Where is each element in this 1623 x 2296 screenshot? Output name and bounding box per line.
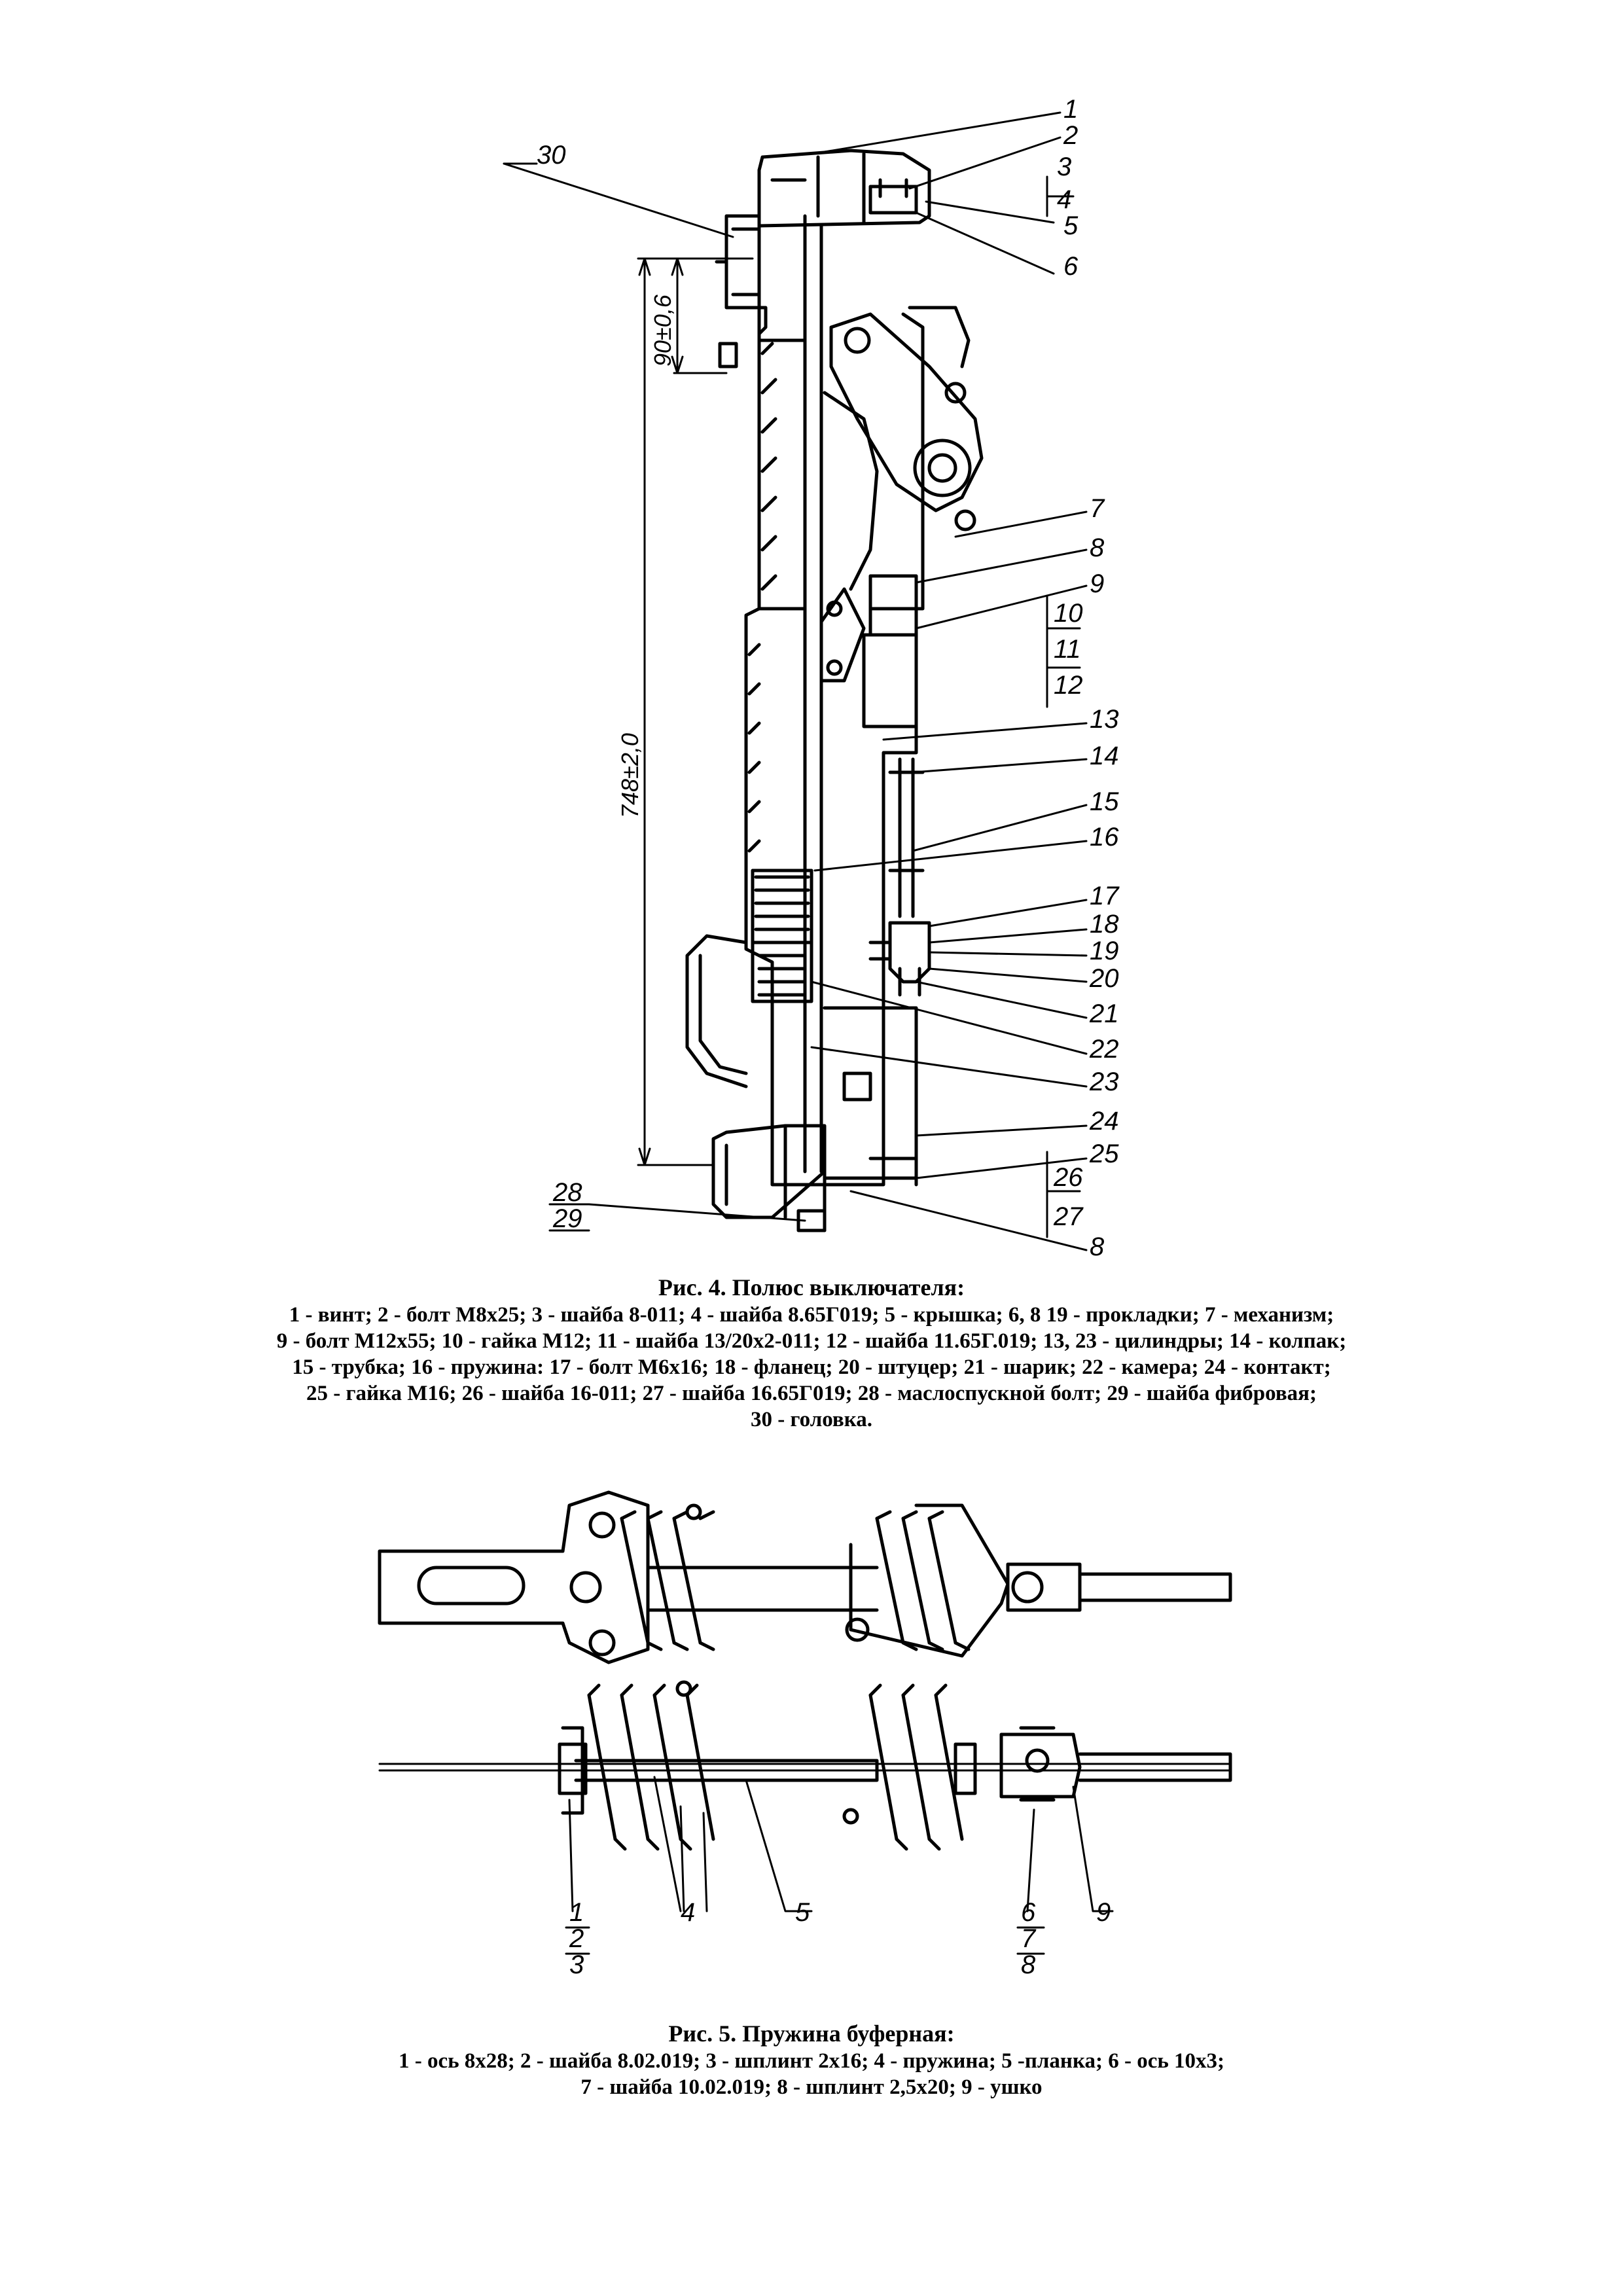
figure-4-caption: Рис. 4. Полюс выключателя: 1 - винт; 2 -… xyxy=(157,1273,1466,1433)
fig5-callout-3: 3 xyxy=(569,1950,584,1979)
top-view-rod xyxy=(646,1566,879,1612)
figure-4-caption-line-2: 9 - болт М12х55; 10 - гайка М12; 11 - ша… xyxy=(276,1329,1347,1353)
top-view-spring-left xyxy=(620,1510,715,1651)
dimension-small-line xyxy=(673,257,728,374)
side-view-spring-right xyxy=(868,1683,964,1851)
head-flange xyxy=(724,214,768,336)
callout-30: 30 xyxy=(537,141,566,170)
callout-10: 10 xyxy=(1054,599,1083,628)
dimension-large-line xyxy=(637,257,754,1166)
contact-rod-link xyxy=(819,587,866,683)
callout-12: 12 xyxy=(1054,671,1083,700)
side-view-plank xyxy=(574,1759,879,1782)
bottom-flange xyxy=(711,1124,827,1219)
fig5-callout-2: 2 xyxy=(569,1924,584,1953)
callout-28: 28 xyxy=(552,1178,582,1207)
callout-17: 17 xyxy=(1090,882,1120,910)
fig5-callout-5: 5 xyxy=(795,1898,810,1927)
callout-11: 11 xyxy=(1054,635,1081,664)
figure-5-leader-lines xyxy=(568,1776,1114,1912)
plate-block xyxy=(868,574,918,611)
wall-hatch xyxy=(760,342,777,591)
callout-19: 19 xyxy=(1090,937,1119,965)
side-view-rod xyxy=(378,1763,1232,1772)
callout-13: 13 xyxy=(1090,705,1119,734)
callout-27: 27 xyxy=(1053,1202,1084,1231)
callout-24: 24 xyxy=(1089,1107,1119,1136)
figure-5-caption-line-1: 1 - ось 8х28; 2 - шайба 8.02.019; 3 - шп… xyxy=(398,2049,1225,2073)
dimension-small: 90±0,6 xyxy=(649,294,676,367)
top-view-eye xyxy=(1006,1562,1082,1612)
callout-2: 2 xyxy=(1063,121,1078,150)
figure-4-drawing: 1 2 3 4 5 6 30 7 8 9 10 11 12 13 14 15 1… xyxy=(503,95,1120,1261)
pole-body-outline xyxy=(744,168,925,1187)
callout-6: 6 xyxy=(1063,252,1079,281)
cylinder-23 xyxy=(751,869,813,944)
fig5-callout-8: 8 xyxy=(1021,1950,1036,1979)
figure-5-caption: Рис. 5. Пружина буферная: 1 - ось 8х28; … xyxy=(157,2019,1466,2100)
callout-3: 3 xyxy=(1057,152,1071,181)
callout-8: 8 xyxy=(1090,533,1105,562)
figure-4-caption-line-5: 30 - головка. xyxy=(751,1408,872,1431)
valve-fitting xyxy=(888,921,931,984)
callout-8b: 8 xyxy=(1090,1232,1105,1261)
contact-rod xyxy=(898,757,915,918)
callout-5: 5 xyxy=(1063,211,1079,240)
callout-7: 7 xyxy=(1090,494,1105,523)
callout-29: 29 xyxy=(552,1204,582,1233)
callout-15: 15 xyxy=(1090,787,1119,816)
callout-23: 23 xyxy=(1089,1067,1119,1096)
side-view-spring-left xyxy=(587,1683,715,1851)
callout-9: 9 xyxy=(1090,569,1104,598)
callout-21: 21 xyxy=(1089,999,1119,1028)
figure-5-caption-line-2: 7 - шайба 10.02.019; 8 - шплинт 2,5х20; … xyxy=(580,2075,1043,2099)
top-view-left-plate xyxy=(378,1490,650,1664)
callout-26: 26 xyxy=(1053,1163,1083,1192)
callout-1: 1 xyxy=(1063,95,1078,124)
callout-14: 14 xyxy=(1090,742,1119,770)
fig5-callout-4: 4 xyxy=(681,1898,695,1927)
mechanism-lever xyxy=(829,312,984,512)
dimension-large: 748±2,0 xyxy=(616,733,643,818)
fig5-callout-6: 6 xyxy=(1021,1898,1036,1927)
figure-4-caption-line-1: 1 - винт; 2 - болт М8х25; 3 - шайба 8-01… xyxy=(289,1303,1334,1327)
figure-4-title: Рис. 4. Полюс выключателя: xyxy=(658,1274,965,1300)
callout-25: 25 xyxy=(1089,1139,1119,1168)
top-view-right-plate xyxy=(849,1503,1010,1658)
figure-4-caption-line-3: 15 - трубка; 16 - пружина: 17 - болт М6х… xyxy=(292,1355,1331,1379)
callout-4: 4 xyxy=(1057,185,1071,214)
fig5-callout-1: 1 xyxy=(569,1898,584,1927)
mechanism-main-pivot xyxy=(913,439,972,497)
callout-20: 20 xyxy=(1089,964,1119,993)
fig5-callout-7: 7 xyxy=(1021,1924,1037,1953)
side-bracket xyxy=(685,934,748,1088)
fig5-callout-9: 9 xyxy=(1096,1898,1111,1927)
figure-4-caption-line-4: 25 - гайка М16; 26 - шайба 16-011; 27 - … xyxy=(306,1382,1317,1405)
callout-18: 18 xyxy=(1090,910,1119,939)
side-view-eye xyxy=(999,1732,1082,1799)
head-cap xyxy=(757,149,931,228)
leader-lines xyxy=(503,111,1088,1251)
figure-5-title: Рис. 5. Пружина буферная: xyxy=(668,2020,955,2047)
callout-22: 22 xyxy=(1089,1035,1119,1064)
callout-16: 16 xyxy=(1090,823,1119,852)
chamber-22 xyxy=(751,941,813,1003)
top-view-slot xyxy=(417,1566,526,1605)
top-view-spring-right xyxy=(875,1510,971,1651)
